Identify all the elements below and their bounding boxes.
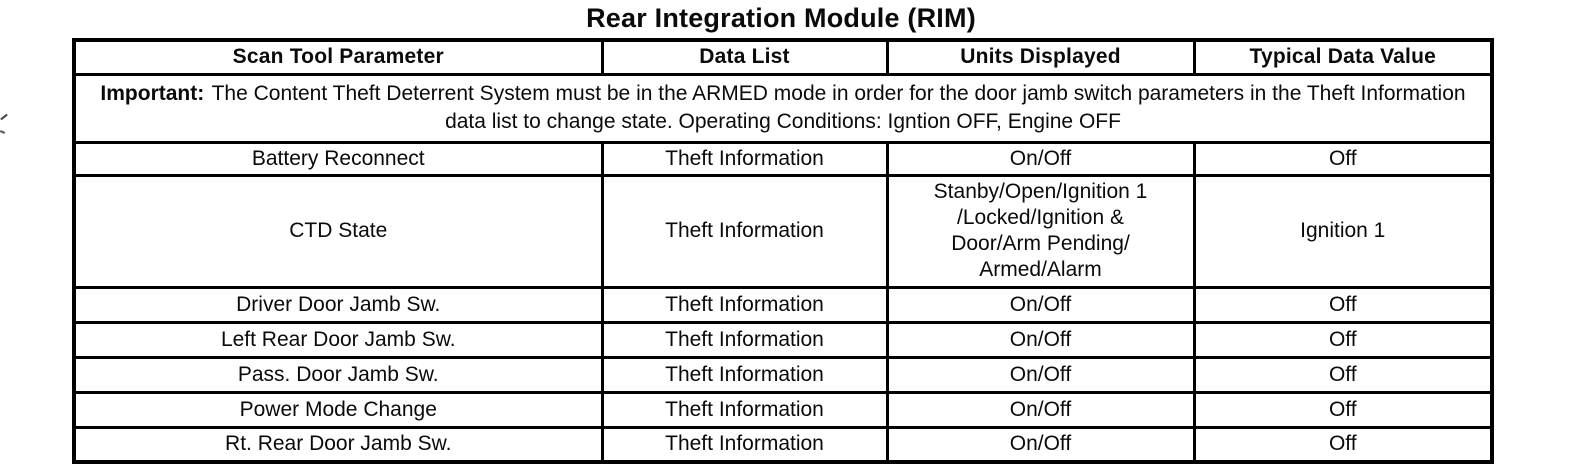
param-cell: Driver Door Jamb Sw. <box>72 285 604 324</box>
param-cell: Pass. Door Jamb Sw. <box>72 355 604 394</box>
page-title: Rear Integration Module (RIM) <box>586 3 976 33</box>
units-cell: On/Off <box>885 320 1196 359</box>
units-cell: On/Off <box>885 355 1196 394</box>
typical-value-cell: Off <box>1192 140 1494 177</box>
scan-artifact <box>0 113 8 121</box>
important-note-row: Important: The Content Theft Deterrent Sy… <box>72 72 1494 144</box>
typical-value-cell: Ignition 1 <box>1192 173 1494 289</box>
units-cell: On/Off <box>885 140 1196 177</box>
important-label: Important: <box>100 82 205 105</box>
table-row: Driver Door Jamb Sw. Theft Information O… <box>72 285 1494 324</box>
data-list-cell: Theft Information <box>600 140 889 177</box>
param-cell: Battery Reconnect <box>72 140 604 177</box>
column-header-data-list: Data List <box>600 38 889 76</box>
typical-value-cell: Off <box>1192 320 1494 359</box>
param-cell: CTD State <box>72 173 604 289</box>
data-list-cell: Theft Information <box>600 285 889 324</box>
data-list-cell: Theft Information <box>600 425 889 464</box>
typical-value-cell: Off <box>1192 390 1494 429</box>
units-cell: Stanby/Open/Ignition 1 /Locked/Ignition … <box>885 173 1196 289</box>
rim-parameter-table: Scan Tool Parameter Data List Units Disp… <box>72 38 1494 464</box>
table-header-row: Scan Tool Parameter Data List Units Disp… <box>72 38 1494 76</box>
scan-artifact <box>0 130 6 134</box>
data-list-cell: Theft Information <box>600 320 889 359</box>
param-cell: Rt. Rear Door Jamb Sw. <box>72 425 604 464</box>
table-row: Pass. Door Jamb Sw. Theft Information On… <box>72 355 1494 394</box>
param-cell: Power Mode Change <box>72 390 604 429</box>
units-cell: On/Off <box>885 390 1196 429</box>
table-row: CTD State Theft Information Stanby/Open/… <box>72 173 1494 289</box>
column-header-scan-tool-parameter: Scan Tool Parameter <box>72 38 604 76</box>
typical-value-cell: Off <box>1192 285 1494 324</box>
typical-value-cell: Off <box>1192 425 1494 464</box>
units-cell: On/Off <box>885 425 1196 464</box>
table-row: Power Mode Change Theft Information On/O… <box>72 390 1494 429</box>
data-list-cell: Theft Information <box>600 355 889 394</box>
column-header-units-displayed: Units Displayed <box>885 38 1196 76</box>
units-cell: On/Off <box>885 285 1196 324</box>
table-row: Battery Reconnect Theft Information On/O… <box>72 140 1494 177</box>
important-text: The Content Theft Deterrent System must … <box>211 82 1466 133</box>
param-cell: Left Rear Door Jamb Sw. <box>72 320 604 359</box>
table-row: Rt. Rear Door Jamb Sw. Theft Information… <box>72 425 1494 464</box>
typical-value-cell: Off <box>1192 355 1494 394</box>
data-list-cell: Theft Information <box>600 390 889 429</box>
important-note-cell: Important: The Content Theft Deterrent Sy… <box>72 72 1494 144</box>
column-header-typical-data-value: Typical Data Value <box>1192 38 1494 76</box>
data-list-cell: Theft Information <box>600 173 889 289</box>
table-row: Left Rear Door Jamb Sw. Theft Informatio… <box>72 320 1494 359</box>
